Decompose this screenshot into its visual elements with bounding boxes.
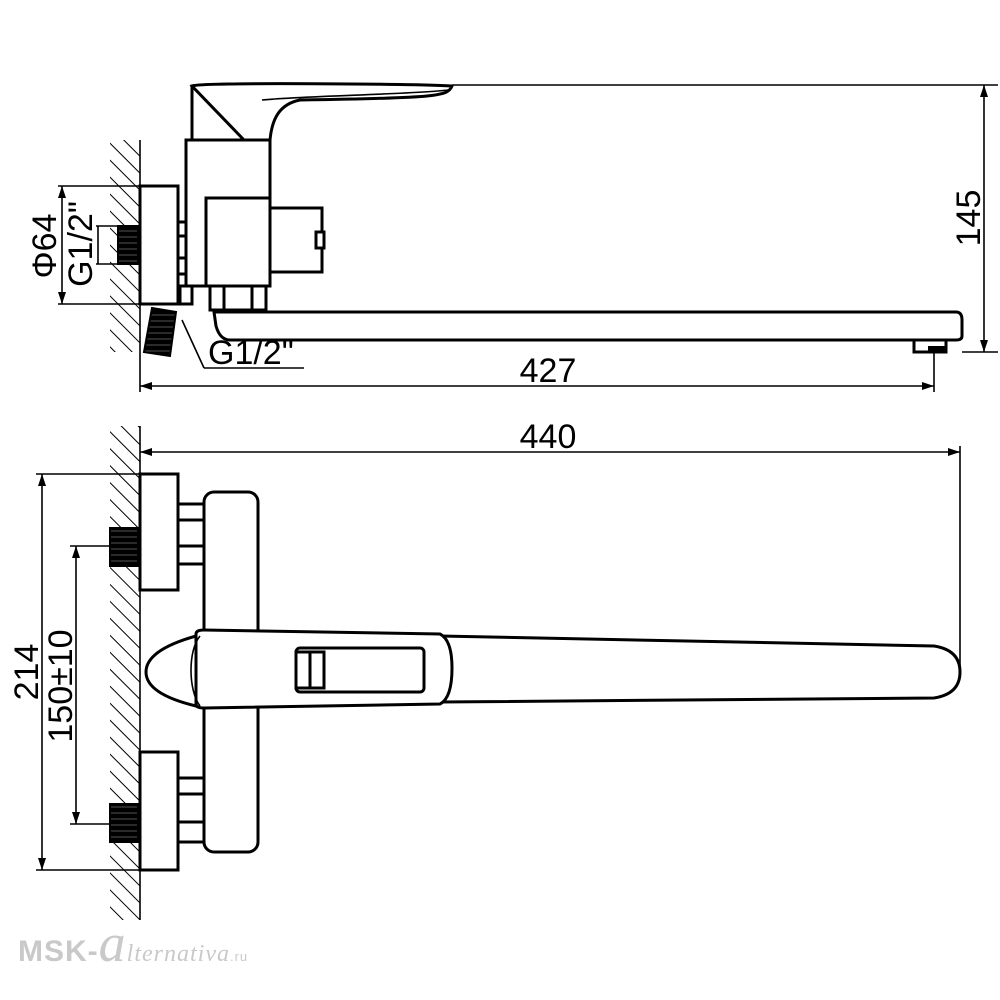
- dim-flange-diameter: Φ64: [26, 214, 64, 279]
- watermark-logo: MSK-alternativa.ru: [18, 912, 248, 974]
- eccentric-upper: [138, 472, 180, 592]
- handle-tip: [144, 634, 198, 708]
- hose-connector: [142, 306, 178, 358]
- wall-hatch-bottom: [110, 426, 140, 920]
- dim-length-427: 427: [520, 352, 577, 390]
- watermark-domain: .ru: [229, 949, 249, 964]
- dim-height-214: 214: [8, 644, 46, 701]
- inlet-thread: [117, 225, 139, 265]
- dim-length-440: 440: [520, 418, 577, 456]
- watermark-letter: a: [98, 913, 127, 973]
- wall-flange: [138, 184, 180, 306]
- dim-center-distance: 150±10: [42, 629, 80, 742]
- top-view: 440 214 150±10: [8, 418, 962, 920]
- spout-top: [438, 634, 962, 704]
- lever-handle: [189, 82, 455, 142]
- spout: [212, 310, 964, 342]
- spout-nut: [208, 284, 268, 312]
- side-view: 145 427 Φ64 G1/2" G1/2": [26, 82, 998, 392]
- hose-outlet: [178, 284, 194, 306]
- dim-thread-top: G1/2": [62, 201, 100, 287]
- eccentric-lower: [138, 750, 180, 872]
- watermark-prefix: MSK-: [18, 935, 99, 968]
- dim-height-145: 145: [950, 190, 988, 247]
- watermark-suffix: lternativa: [126, 941, 230, 967]
- diverter-knob: [268, 206, 324, 274]
- dim-thread-bottom: G1/2": [208, 334, 294, 372]
